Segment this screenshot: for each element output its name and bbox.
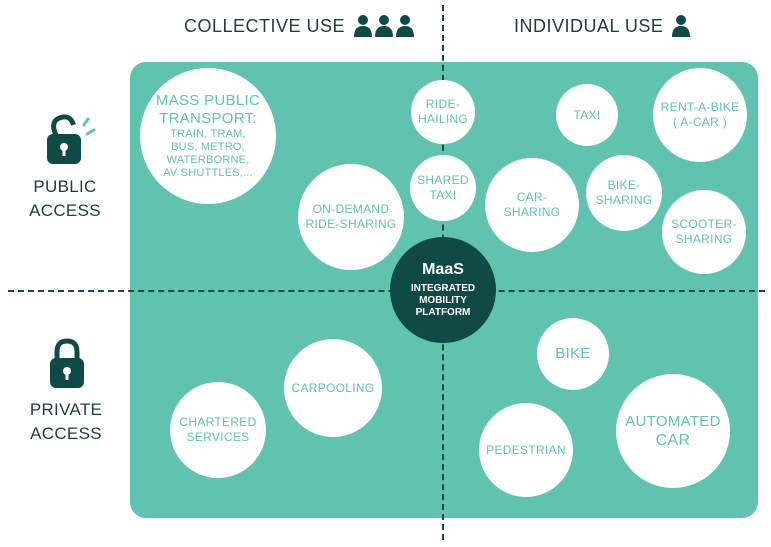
node-chartered-services: CHARTERED SERVICES — [170, 382, 266, 478]
maas-subtitle: INTEGRATED MOBILITY PLATFORM — [410, 283, 476, 318]
header-individual-use: INDIVIDUAL USE — [514, 14, 691, 38]
bike-label: BIKE — [555, 345, 591, 362]
node-on-demand-ride-sharing: ON-DEMAND RIDE-SHARING — [298, 164, 404, 270]
shared-taxi-label: SHARED TAXI — [417, 173, 469, 202]
chartered-label: CHARTERED SERVICES — [179, 415, 257, 444]
row-label-public-access: PUBLIC ACCESS — [29, 177, 101, 220]
mass-transport-list: TRAIN, TRAM, BUS, METRO, WATERBORNE, AV … — [163, 128, 253, 179]
header-individual-label: INDIVIDUAL USE — [514, 15, 664, 36]
node-scooter-sharing: SCOOTER- SHARING — [662, 190, 746, 274]
scooter-sharing-label: SCOOTER- SHARING — [671, 217, 737, 246]
node-mass-public-transport: MASS PUBLIC TRANSPORT: TRAIN, TRAM, BUS,… — [140, 68, 276, 204]
locked-padlock-icon — [47, 338, 87, 390]
node-bike-sharing: BIKE- SHARING — [586, 155, 662, 231]
row-label-private-access: PRIVATE ACCESS — [29, 400, 103, 443]
pedestrian-label: PEDESTRIAN — [486, 442, 566, 457]
mass-transport-title: MASS PUBLIC TRANSPORT: — [155, 92, 261, 127]
node-ride-hailing: RIDE- HAILING — [411, 80, 475, 144]
automated-car-label-line1: AUTOMATED — [625, 412, 721, 430]
header-collective-label: COLLECTIVE USE — [184, 15, 346, 36]
node-pedestrian: PEDESTRIAN — [479, 403, 573, 497]
maas-platform-node: MaaS INTEGRATED MOBILITY PLATFORM — [390, 237, 496, 343]
person-icon — [671, 14, 691, 38]
carpooling-label: CARPOOLING — [291, 380, 375, 395]
node-taxi: TAXI — [556, 84, 618, 146]
taxi-label: TAXI — [573, 107, 601, 122]
node-automated-car: AUTOMATED CAR — [616, 374, 730, 488]
on-demand-label: ON-DEMAND RIDE-SHARING — [305, 202, 397, 231]
maas-title: MaaS — [422, 261, 464, 278]
node-carpooling: CARPOOLING — [284, 339, 382, 437]
people-group-icon — [353, 14, 415, 38]
automated-car-label-line2: CAR — [655, 431, 691, 449]
node-rent-a-bike: RENT-A-BIKE ( A-CAR ) — [653, 68, 747, 162]
node-shared-taxi: SHARED TAXI — [410, 155, 476, 221]
node-bike: BIKE — [537, 318, 609, 390]
car-sharing-label: CAR- SHARING — [503, 190, 561, 219]
node-car-sharing: CAR- SHARING — [485, 158, 579, 252]
rent-a-bike-label: RENT-A-BIKE ( A-CAR ) — [660, 100, 740, 129]
ride-hailing-label: RIDE- HAILING — [417, 97, 469, 126]
header-collective-use: COLLECTIVE USE — [184, 14, 415, 38]
horizontal-divider — [8, 290, 765, 292]
bike-sharing-label: BIKE- SHARING — [595, 178, 653, 207]
unlocked-padlock-icon — [44, 114, 104, 166]
